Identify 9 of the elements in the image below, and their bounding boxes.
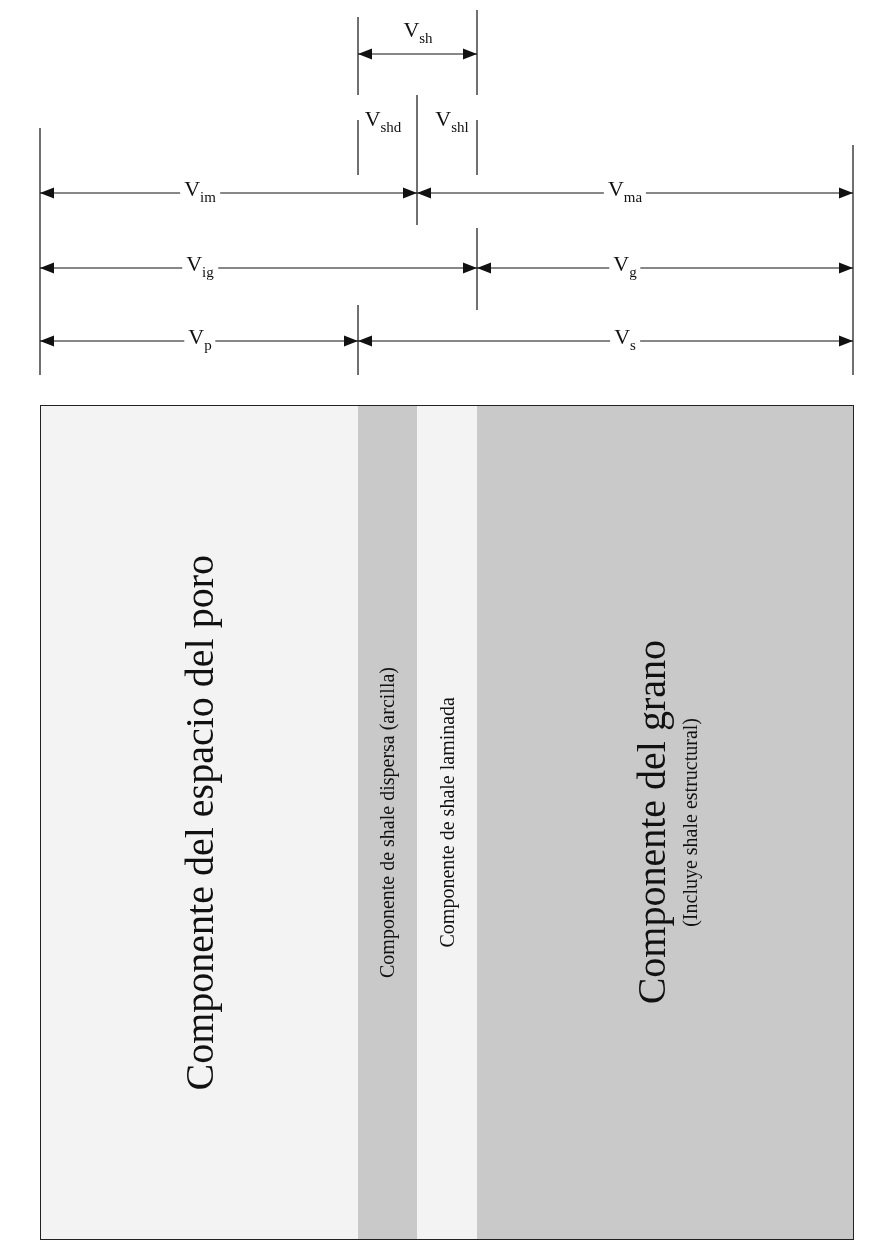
laminated-shale-band bbox=[417, 405, 478, 1240]
dispersed-shale-band bbox=[358, 405, 418, 1240]
band-label: Componente del grano bbox=[628, 640, 675, 1005]
band-note: (Incluye shale estructural) bbox=[679, 718, 702, 927]
pore-space-band bbox=[40, 405, 359, 1240]
band-label: Componente del espacio del poro bbox=[176, 554, 223, 1091]
band-label: Componente de shale laminada bbox=[435, 697, 459, 948]
band-label: Componente de shale dispersa (arcilla) bbox=[376, 667, 399, 978]
grain-band bbox=[477, 405, 854, 1240]
